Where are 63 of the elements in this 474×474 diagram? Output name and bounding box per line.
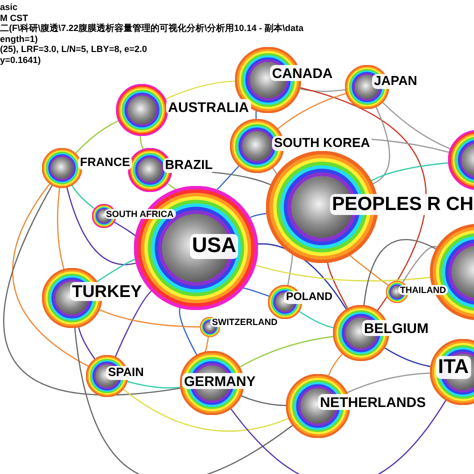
link-line: [350, 254, 389, 286]
country-label: GERMANY: [182, 372, 258, 389]
header-text: (25), LRF=3.0, L/N=5, LBY=8, e=2.0: [0, 44, 148, 54]
country-label: SOUTH AFRICA: [104, 208, 176, 219]
link-line: [75, 120, 119, 154]
link-line: [287, 254, 293, 286]
link-line: [402, 246, 438, 283]
link-line: [78, 327, 96, 360]
header-text: y=0.1641): [0, 54, 42, 65]
link-line: [371, 162, 448, 182]
link-line: [255, 264, 430, 282]
header-text: asic: [0, 2, 19, 12]
link-line: [241, 395, 286, 406]
country-label: PEOPLES R CH: [330, 194, 474, 216]
link-line: [96, 258, 136, 282]
country-label: SPAIN: [106, 366, 146, 380]
link-line: [99, 309, 200, 328]
country-label: SWITZERLAND: [210, 316, 280, 327]
link-line: [255, 110, 257, 120]
link-line: [216, 166, 240, 190]
link-line: [346, 372, 430, 394]
link-line: [3, 185, 180, 396]
country-label: NETHERLANDS: [318, 394, 428, 410]
link-line: [372, 106, 390, 184]
link-line: [178, 308, 198, 356]
country-label: BELGIUM: [362, 320, 431, 336]
link-line: [277, 92, 346, 130]
link-line: [122, 388, 289, 432]
link-line: [240, 336, 334, 368]
link-line: [127, 380, 180, 388]
country-label: FRANCE: [78, 156, 132, 170]
link-line: [363, 239, 436, 306]
header-text: 二(F\科研\腹透\7.22腹膜透析容量管理的可视化分析\分析用10.14 - 副本\data: [0, 23, 304, 34]
link-line: [71, 185, 95, 210]
country-label: USA: [190, 234, 238, 259]
link-line: [327, 262, 348, 309]
link-line: [204, 336, 209, 352]
link-line: [384, 347, 431, 368]
header-text: ength=1): [0, 34, 39, 44]
country-label: POLAND: [284, 291, 334, 304]
link-line: [300, 88, 346, 92]
link-line: [328, 354, 343, 376]
link-line: [140, 136, 144, 150]
link-line: [165, 80, 236, 100]
link-line: [298, 310, 334, 328]
country-label: AUSTRALIA: [166, 98, 251, 115]
country-label: ITA: [436, 356, 471, 379]
country-label: BRAZIL: [163, 158, 215, 174]
link-line: [114, 290, 152, 357]
country-label: SOUTH KOREA: [272, 136, 372, 152]
link-line: [74, 328, 293, 474]
country-label: CANADA: [270, 64, 335, 81]
link-line: [300, 87, 426, 311]
country-label: THAILAND: [398, 284, 448, 295]
link-line: [66, 187, 136, 266]
link-line: [57, 188, 64, 270]
country-label: TURKEY: [70, 282, 144, 302]
link-line: [230, 400, 446, 474]
link-line: [12, 183, 89, 367]
header-text: M CST: [0, 12, 29, 23]
link-line: [382, 102, 450, 150]
country-label: JAPAN: [372, 74, 420, 90]
link-line: [250, 212, 266, 218]
